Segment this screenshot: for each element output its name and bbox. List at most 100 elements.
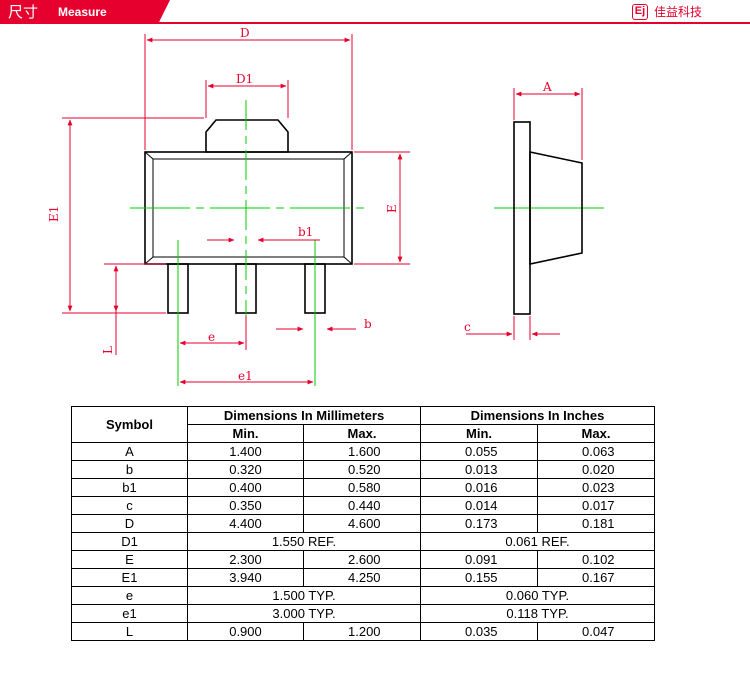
symbol-cell: c — [71, 496, 188, 515]
side-lead — [513, 121, 531, 315]
inch-span-cell: 0.060 TYP. — [420, 586, 655, 605]
section-tag: 尺寸 Measure — [0, 0, 170, 24]
inch-min-cell: 0.035 — [420, 622, 538, 641]
label-e: e — [208, 330, 215, 344]
symbol-cell: E — [71, 550, 188, 569]
symbol-cell: D1 — [71, 532, 188, 551]
mm-min-cell: 0.350 — [187, 496, 304, 515]
inch-min-cell: 0.013 — [420, 460, 538, 479]
inch-min-cell: 0.155 — [420, 568, 538, 587]
symbol-cell: E1 — [71, 568, 188, 587]
mm-max-cell: 1.200 — [303, 622, 421, 641]
symbol-cell: L — [71, 622, 188, 641]
dimensions-table: Symbol Dimensions In Millimeters Dimensi… — [71, 406, 655, 641]
mm-span-cell: 1.500 TYP. — [187, 586, 421, 605]
side-dimensions — [466, 88, 583, 340]
label-D1: D1 — [236, 72, 253, 86]
mm-span-cell: 1.550 REF. — [187, 532, 421, 551]
body-bevel — [343, 256, 353, 265]
mm-min-cell: 0.900 — [187, 622, 304, 641]
label-E: E — [385, 204, 399, 213]
label-L: L — [101, 346, 115, 354]
inch-span-cell: 0.118 TYP. — [420, 604, 655, 623]
inch-max-cell: 0.063 — [537, 442, 655, 461]
mm-max-cell: 2.600 — [303, 550, 421, 569]
front-dimensions — [62, 34, 410, 385]
inch-header: Dimensions In Inches — [420, 406, 655, 425]
mm-max-cell: 0.580 — [303, 478, 421, 497]
mm-max-cell: 4.250 — [303, 568, 421, 587]
inch-max-cell: 0.047 — [537, 622, 655, 641]
label-E1: E1 — [47, 206, 61, 222]
mm-min-cell: 4.400 — [187, 514, 304, 533]
inch-max-cell: 0.020 — [537, 460, 655, 479]
mm-span-cell: 3.000 TYP. — [187, 604, 421, 623]
label-e1: e1 — [238, 369, 253, 383]
section-title-cn: 尺寸 — [8, 3, 39, 21]
symbol-cell: A — [71, 442, 188, 461]
symbol-header: Symbol — [71, 406, 188, 443]
centerlines — [130, 100, 604, 386]
mm-header: Dimensions In Millimeters — [187, 406, 421, 425]
inch-min-cell: 0.016 — [420, 478, 538, 497]
symbol-cell: D — [71, 514, 188, 533]
symbol-cell: b1 — [71, 478, 188, 497]
label-D: D — [240, 26, 250, 40]
front-view — [144, 119, 353, 314]
inch-max-header: Max. — [537, 424, 655, 443]
inch-max-cell: 0.017 — [537, 496, 655, 515]
mm-min-cell: 2.300 — [187, 550, 304, 569]
inch-min-cell: 0.055 — [420, 442, 538, 461]
mm-max-cell: 4.600 — [303, 514, 421, 533]
label-c: c — [464, 320, 471, 334]
body-bevel — [144, 256, 154, 265]
symbol-cell: e — [71, 586, 188, 605]
mm-max-cell: 1.600 — [303, 442, 421, 461]
mm-min-cell: 0.400 — [187, 478, 304, 497]
package-outline-drawing: D D1 E1 E b1 b e e1 L A c — [47, 26, 604, 386]
inch-min-cell: 0.091 — [420, 550, 538, 569]
mm-max-cell: 0.440 — [303, 496, 421, 515]
inch-max-cell: 0.167 — [537, 568, 655, 587]
inch-max-cell: 0.102 — [537, 550, 655, 569]
inch-min-header: Min. — [420, 424, 538, 443]
label-A: A — [542, 80, 552, 94]
mm-min-header: Min. — [187, 424, 304, 443]
body-bevel — [343, 151, 353, 160]
inch-span-cell: 0.061 REF. — [420, 532, 655, 551]
side-body — [529, 151, 583, 265]
symbol-cell: b — [71, 460, 188, 479]
section-header: 尺寸 Measure Ej 佳益科技 — [0, 0, 750, 24]
mm-min-cell: 3.940 — [187, 568, 304, 587]
body-bevel — [144, 151, 154, 160]
mm-min-cell: 0.320 — [187, 460, 304, 479]
tab — [205, 119, 289, 153]
brand-logo-icon: Ej — [631, 4, 648, 20]
symbol-cell: e1 — [71, 604, 188, 623]
section-title-en: Measure — [58, 5, 107, 19]
mm-max-header: Max. — [303, 424, 421, 443]
mm-min-cell: 1.400 — [187, 442, 304, 461]
brand: Ej 佳益科技 — [631, 3, 702, 21]
inch-min-cell: 0.014 — [420, 496, 538, 515]
label-b: b — [364, 317, 372, 331]
brand-name: 佳益科技 — [653, 5, 702, 19]
inch-max-cell: 0.181 — [537, 514, 655, 533]
mm-max-cell: 0.520 — [303, 460, 421, 479]
side-view — [513, 121, 583, 315]
inch-min-cell: 0.173 — [420, 514, 538, 533]
header-divider — [0, 22, 750, 24]
label-b1: b1 — [298, 225, 313, 239]
inch-max-cell: 0.023 — [537, 478, 655, 497]
